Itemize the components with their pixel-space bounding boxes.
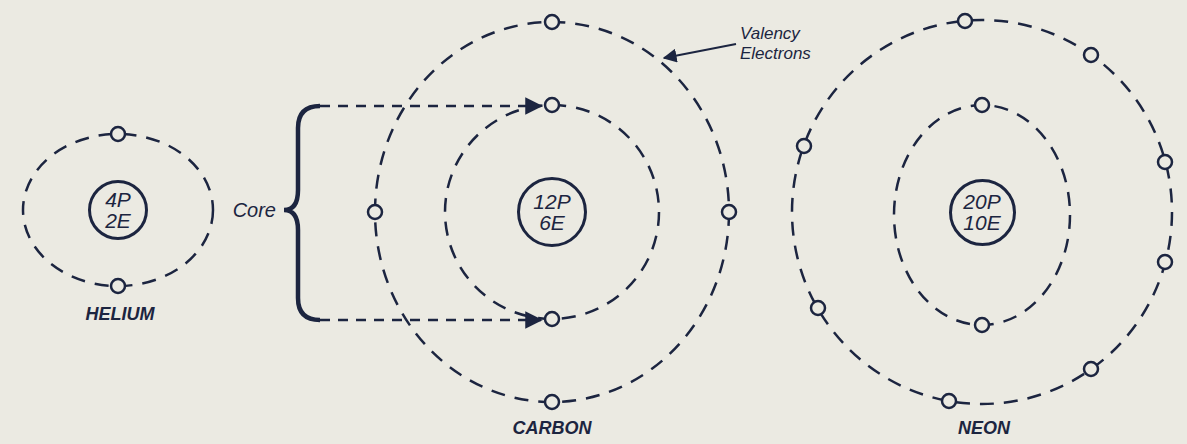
electron bbox=[1158, 155, 1172, 169]
electron bbox=[111, 127, 125, 141]
nucleus-count: 12P bbox=[533, 191, 570, 212]
atom-name: CARBON bbox=[513, 418, 592, 439]
nucleus-count: 6E bbox=[539, 212, 565, 233]
electron bbox=[545, 395, 559, 409]
electron bbox=[958, 14, 972, 28]
electron bbox=[942, 394, 956, 408]
atom-name: HELIUM bbox=[86, 304, 155, 325]
core-label: Core bbox=[233, 199, 276, 222]
nucleus-circle: 4P2E bbox=[88, 180, 148, 240]
nucleus-count: 2E bbox=[105, 210, 131, 231]
electron bbox=[545, 98, 559, 112]
atom-name: NEON bbox=[958, 418, 1010, 439]
electron bbox=[1084, 362, 1098, 376]
nucleus-circle: 12P6E bbox=[517, 177, 587, 247]
nucleus-count: 4P bbox=[105, 189, 131, 210]
core-bracket bbox=[284, 106, 320, 320]
electron bbox=[811, 301, 825, 315]
electron bbox=[975, 318, 989, 332]
core-pointer bbox=[320, 105, 541, 108]
nucleus-count: 20P bbox=[963, 191, 1000, 212]
electron bbox=[1158, 255, 1172, 269]
neon-inner-orbit bbox=[894, 105, 1070, 325]
nucleus-circle: 20P10E bbox=[949, 179, 1016, 246]
electron bbox=[111, 279, 125, 293]
electron bbox=[545, 15, 559, 29]
electron bbox=[545, 312, 559, 326]
neon-outer-orbit bbox=[792, 20, 1172, 404]
electron bbox=[368, 205, 382, 219]
carbon-outer-orbit bbox=[375, 22, 729, 402]
helium-orbit bbox=[23, 134, 213, 286]
valency-pointer bbox=[664, 44, 736, 58]
electron bbox=[975, 98, 989, 112]
core-pointer bbox=[320, 319, 541, 322]
nucleus-count: 10E bbox=[963, 212, 1000, 233]
valency-label: Valency Electrons bbox=[740, 24, 840, 63]
electron bbox=[797, 139, 811, 153]
electron bbox=[1084, 48, 1098, 62]
carbon-inner-orbit bbox=[445, 105, 659, 319]
electron bbox=[722, 205, 736, 219]
